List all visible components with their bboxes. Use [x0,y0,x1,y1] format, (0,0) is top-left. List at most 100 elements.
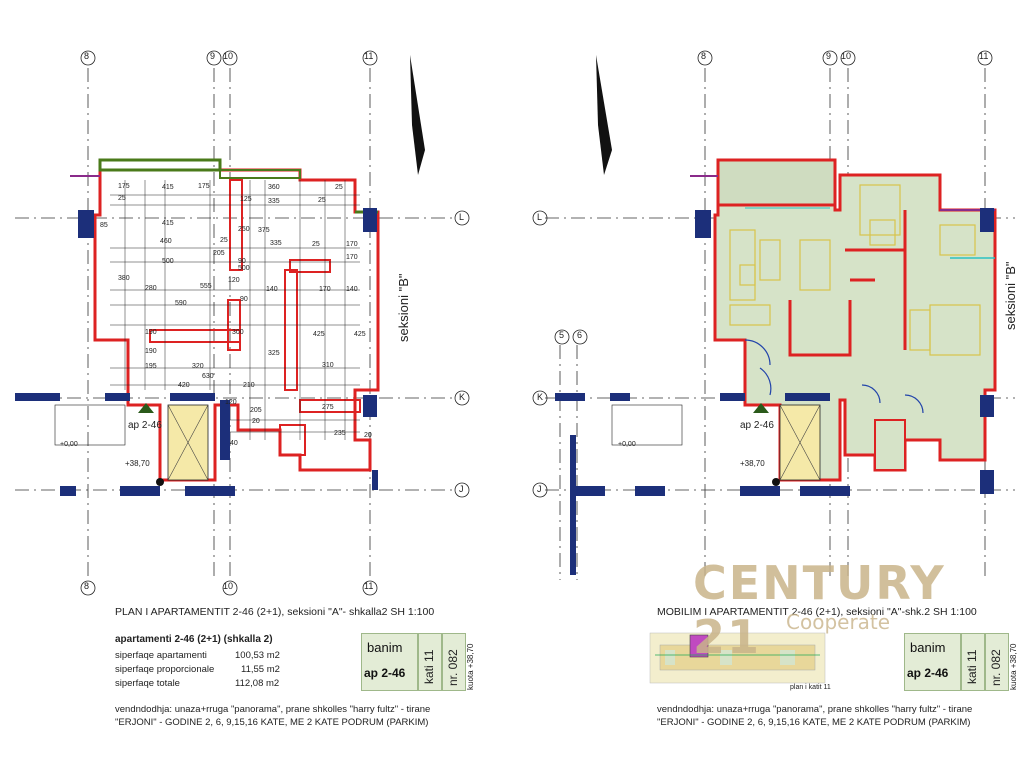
grid-label-J-left: J [459,484,464,494]
dimension-label: 25 [220,237,228,244]
left-dimension-lines [110,180,360,440]
left-walls [54,158,380,482]
grid-label-10-bottom: 10 [223,581,234,591]
right-location-line-2: "ERJONI" - GODINE 2, 6, 9,15,16 KATE, ME… [657,717,971,728]
dimension-label: 175 [118,183,130,190]
left-level-mark-1: +0,00 [60,441,78,448]
dimension-label: 380 [118,275,130,282]
dimension-label: 500 [238,265,250,272]
right-plan-title: MOBILIM I APARTAMENTIT 2-46 (2+1), seksi… [657,606,977,618]
left-north-arrow [410,55,425,175]
brand-logo-sub: Cooperate [786,610,891,634]
grid-label-5: 5 [559,330,565,340]
dimension-label: 590 [175,300,187,307]
dimension-label: 335 [268,198,280,205]
dimension-label: 120 [228,277,240,284]
left-apartment-marker [138,403,154,413]
area-row-3-value: 112,08 m2 [235,678,280,689]
dimension-label: 300 [232,329,244,336]
dimension-label: 415 [162,220,174,227]
left-stamp-banim: banim [367,640,403,655]
left-plan-title: PLAN I APARTAMENTIT 2-46 (2+1), seksioni… [115,606,435,618]
dimension-label: 40 [230,440,238,447]
key-plan [649,632,826,684]
area-row-1-label: siperfaqe apartamenti [115,650,207,661]
dimension-label: 170 [319,286,331,293]
right-location-line-1: vendndodhja: unaza+rruga "panorama", pra… [657,704,973,715]
left-stamp-kuota: kuota +38,70 [466,643,475,690]
dimension-label: 425 [313,331,325,338]
grid-label-L-right: L [537,212,543,222]
area-row-2-value: 11,55 m2 [241,664,280,675]
dimension-label: 630 [202,373,214,380]
dimension-label: 335 [270,240,282,247]
dimension-label: 555 [200,283,212,290]
dimension-label: 20 [252,418,260,425]
dimension-label: 280 [145,285,157,292]
right-apartment-marker [753,403,769,413]
dimension-label: 25 [118,195,126,202]
key-plan-label: plan i katit 11 [790,684,831,691]
dimension-label: 90 [240,296,248,303]
dimension-label: 320 [192,363,204,370]
left-columns [15,208,378,496]
right-columns [555,208,994,575]
dimension-label: 25 [312,241,320,248]
dimension-label: 210 [243,382,255,389]
left-stamp-nr: nr. 082 [446,649,460,686]
right-walls [690,158,997,482]
grid-label-11-top: 11 [364,51,374,61]
dimension-label: 415 [162,184,174,191]
dimension-label: 190 [145,329,157,336]
left-location-line-1: vendndodhja: unaza+rruga "panorama", pra… [115,704,431,715]
dimension-label: 500 [162,258,174,265]
grid-label-J-right: J [537,484,542,494]
left-location-line-2: "ERJONI" - GODINE 2, 6, 9,15,16 KATE, ME… [115,717,429,728]
dimension-label: 195 [145,363,157,370]
grid-label-10-top: 10 [223,51,234,61]
right-north-arrow [596,55,612,175]
area-row-3-label: siperfaqe totale [115,678,180,689]
dimension-label: 120 [225,399,237,406]
dimension-label: 25 [318,197,326,204]
brand-logo-text: CENTURY 21 [693,556,946,664]
area-row-2-label: siperfaqe proporcionale [115,664,215,675]
grid-label-8-top: 8 [84,51,90,61]
right-apartment-tag: ap 2-46 [740,420,774,431]
dimension-label: 85 [100,222,108,229]
grid-label-L-left: L [459,212,465,222]
right-stamp-ap: ap 2-46 [907,666,949,680]
right-level-mark-1: +0,00 [618,441,636,448]
grid-label-8-right: 8 [701,51,707,61]
grid-label-11-right: 11 [979,51,989,61]
apartment-heading: apartamenti 2-46 (2+1) (shkalla 2) [115,634,273,645]
dimension-label: 420 [178,382,190,389]
grid-label-K-right: K [537,392,544,402]
dimension-label: 175 [198,183,210,190]
dimension-label: 235 [334,430,346,437]
dimension-label: 460 [160,238,172,245]
grid-label-9-right: 9 [826,51,832,61]
grid-label-K-left: K [459,392,466,402]
dimension-label: 25 [335,184,343,191]
dimension-label: 20 [364,432,372,439]
dimension-label: 360 [268,184,280,191]
right-stamp-banim: banim [910,640,946,655]
right-level-mark-2: +38,70 [740,459,765,468]
dimension-label: 125 [240,196,252,203]
dimension-label: 325 [268,350,280,357]
right-section-label: seksioni "B" [1003,261,1018,330]
grid-label-8-bottom: 8 [84,581,90,591]
dimension-label: 140 [266,286,278,293]
dimension-label: 250 [238,226,250,233]
grid-label-6: 6 [577,330,583,340]
grid-label-9-top: 9 [210,51,216,61]
dimension-label: 140 [346,286,358,293]
dimension-label: 205 [250,407,262,414]
dimension-label: 375 [258,227,270,234]
left-level-mark-2: +38,70 [125,459,150,468]
dimension-label: 310 [322,362,334,369]
left-stamp-kati: kati 11 [422,649,436,684]
area-row-1-value: 100,53 m2 [235,650,280,661]
